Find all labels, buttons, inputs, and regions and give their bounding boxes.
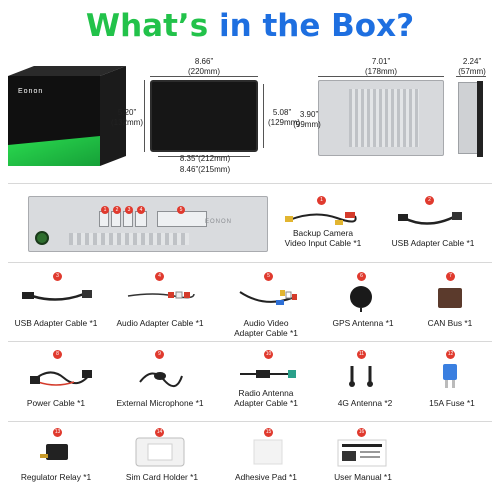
panel-badge-1: 1: [101, 206, 109, 214]
av-cable-icon: [239, 290, 297, 305]
title-part-2: in the Box?: [218, 8, 415, 44]
user-manual-icon: [337, 439, 387, 467]
camera-cable-icon: [285, 212, 357, 225]
page-title: What’s in the Box?: [0, 8, 500, 44]
head-unit-screen-image: [150, 80, 258, 152]
retail-box-image: Eonon: [8, 66, 128, 166]
screen-height-in-label: 5.08”: [272, 108, 292, 117]
panel-badge-4: 4: [137, 206, 145, 214]
height-dimension-line: [144, 80, 145, 152]
back-width-line: [318, 76, 444, 77]
item-8-label: Power Cable *1: [26, 398, 86, 408]
head-unit-back-image: [318, 80, 444, 156]
row-divider-1: [8, 262, 492, 263]
usb-cable-icon: [398, 212, 462, 225]
section-divider: [8, 183, 492, 184]
item-12-number: 12: [446, 350, 455, 359]
head-unit-side-image: [458, 81, 483, 157]
item-8-number: 8: [53, 350, 62, 359]
item-1-label: Backup Camera Video Input Cable *1: [284, 228, 362, 248]
back-panel-image: 1 2 3 4 5 EONON: [28, 196, 268, 252]
item-4-label: Audio Adapter Cable *1: [116, 318, 204, 328]
item-6-number: 6: [357, 272, 366, 281]
power-cable-icon: [30, 370, 92, 386]
inner-width-label: 8.35”(212mm): [179, 154, 231, 163]
height-mm-label: (132mm): [110, 118, 143, 127]
item-2-label: USB Adapter Cable *1: [391, 238, 475, 248]
item-9-label: External Microphone *1: [116, 398, 204, 408]
item-5-number: 5: [264, 272, 273, 281]
panel-badge-2: 2: [113, 206, 121, 214]
item-11-label: 4G Antenna *2: [337, 398, 393, 408]
title-part-1: What’s: [85, 8, 219, 44]
depth-in-label: 2.24”: [462, 57, 482, 66]
width-mm-label: (220mm): [187, 67, 220, 76]
depth-line: [456, 76, 486, 77]
width-in-label: 8.66”: [194, 57, 214, 66]
relay-icon: [40, 444, 68, 460]
sim-holder-icon: [135, 437, 185, 467]
outer-width-label: 8.46”(215mm): [179, 165, 231, 174]
item-11-number: 11: [357, 350, 366, 359]
width-dimension-line: [150, 76, 258, 77]
item-15-label: Adhesive Pad *1: [235, 472, 297, 482]
item-3-label: USB Adapter Cable *1: [14, 318, 98, 328]
panel-badge-3: 3: [125, 206, 133, 214]
item-14-label: Sim Card Holder *1: [125, 472, 199, 482]
item-10-number: 10: [264, 350, 273, 359]
row-divider-3: [8, 421, 492, 422]
usb-cable-icon: [22, 290, 92, 301]
item-7-number: 7: [446, 272, 455, 281]
audio-cable-icon: [127, 291, 195, 299]
back-width-mm-label: (178mm): [364, 67, 397, 76]
depth-mm-label: (57mm): [458, 67, 486, 76]
item-5-label: Audio Video Adapter Cable *1: [234, 318, 298, 338]
item-10-label: Radio Antenna Adapter Cable *1: [234, 388, 298, 408]
item-12-label: 15A Fuse *1: [429, 398, 475, 408]
panel-badge-5: 5: [177, 206, 185, 214]
item-2-number: 2: [425, 196, 434, 205]
panel-logo: EONON: [205, 219, 233, 225]
adhesive-pad-icon: [253, 439, 283, 465]
gps-antenna-icon: [350, 286, 372, 312]
back-width-in-label: 7.01”: [371, 57, 391, 66]
item-3-number: 3: [53, 272, 62, 281]
item-16-number: 16: [357, 428, 366, 437]
screen-height-mm-label: (129mm): [267, 118, 300, 127]
height-in-label: 5.20”: [117, 108, 137, 117]
item-4-number: 4: [155, 272, 164, 281]
item-13-label: Regulator Relay *1: [20, 472, 92, 482]
fuse-icon: [443, 364, 457, 388]
radio-antenna-cable-icon: [240, 370, 296, 378]
back-height-mm-label: (99mm): [293, 120, 321, 129]
canbus-icon: [438, 288, 462, 308]
4g-antenna-icon: [349, 366, 373, 387]
row-divider-2: [8, 341, 492, 342]
screen-height-line: [263, 84, 264, 148]
item-6-label: GPS Antenna *1: [332, 318, 394, 328]
item-7-label: CAN Bus *1: [427, 318, 473, 328]
box-brand-logo: Eonon: [18, 88, 44, 95]
inner-width-line: [158, 156, 250, 157]
microphone-icon: [139, 372, 183, 387]
back-height-in-label: 3.90”: [299, 110, 319, 119]
item-9-number: 9: [155, 350, 164, 359]
item-16-label: User Manual *1: [334, 472, 392, 482]
item-14-number: 14: [155, 428, 164, 437]
item-15-number: 15: [264, 428, 273, 437]
item-1-number: 1: [317, 196, 326, 205]
item-13-number: 13: [53, 428, 62, 437]
